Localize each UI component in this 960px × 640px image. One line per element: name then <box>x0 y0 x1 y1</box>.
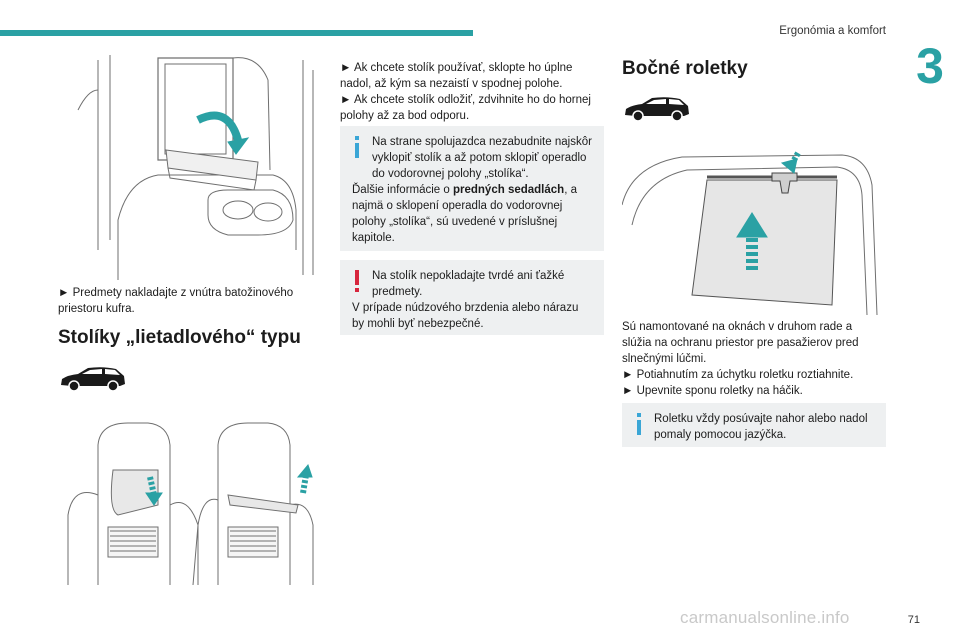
sunblind-illustration <box>621 145 884 316</box>
info-note-text-1: Na strane spolujazdca nezabudnite najskô… <box>372 136 592 180</box>
blinds-step-pull: ► Potiahnutím za úchytku roletku roztiah… <box>622 369 854 381</box>
left-caption: ► Predmety nakladajte z vnútra batožinov… <box>58 287 294 315</box>
armrest-illustration <box>58 50 320 280</box>
car-silhouette-icon <box>58 365 128 393</box>
page-number: 71 <box>907 614 920 626</box>
chapter-number: 3 <box>916 38 944 94</box>
warning-icon <box>355 270 359 292</box>
info-icon <box>637 413 641 435</box>
info-icon <box>355 136 359 158</box>
warning-note-text-1: Na stolík nepokladajte tvrdé ani ťažké p… <box>372 270 565 298</box>
side-blinds-heading: Bočné roletky <box>622 58 748 79</box>
header-accent-bar <box>0 30 473 36</box>
seatback-tables-illustration <box>58 415 320 586</box>
info-note-blinds: Roletku vždy posúvajte nahor alebo nadol… <box>622 403 886 447</box>
warning-note-heavy-objects: Na stolík nepokladajte tvrdé ani ťažké p… <box>340 260 604 335</box>
middle-step-stow: ► Ak chcete stolík odložiť, zdvihnite ho… <box>340 94 591 122</box>
warning-note-text-2: V prípade núdzového brzdenia alebo náraz… <box>352 302 579 330</box>
info-note-bold: predných sedadlách <box>452 184 565 196</box>
blinds-step-fasten: ► Upevnite sponu roletky na háčik. <box>622 385 803 397</box>
middle-step-use: ► Ak chcete stolík používať, sklopte ho … <box>340 62 573 90</box>
info-note-text-2: Ďalšie informácie o predných sedadlách, … <box>352 184 577 244</box>
section-title: Ergonómia a komfort <box>779 25 886 37</box>
watermark: carmanualsonline.info <box>680 608 850 627</box>
info-note-passenger: Na strane spolujazdca nezabudnite najskô… <box>340 126 604 251</box>
blinds-description: Sú namontované na oknách v druhom rade a… <box>622 321 859 365</box>
car-silhouette-icon-right <box>622 95 692 123</box>
info-note-blinds-text: Roletku vždy posúvajte nahor alebo nadol… <box>654 413 868 441</box>
tables-heading: Stolíky „lietadlového“ typu <box>58 327 301 348</box>
